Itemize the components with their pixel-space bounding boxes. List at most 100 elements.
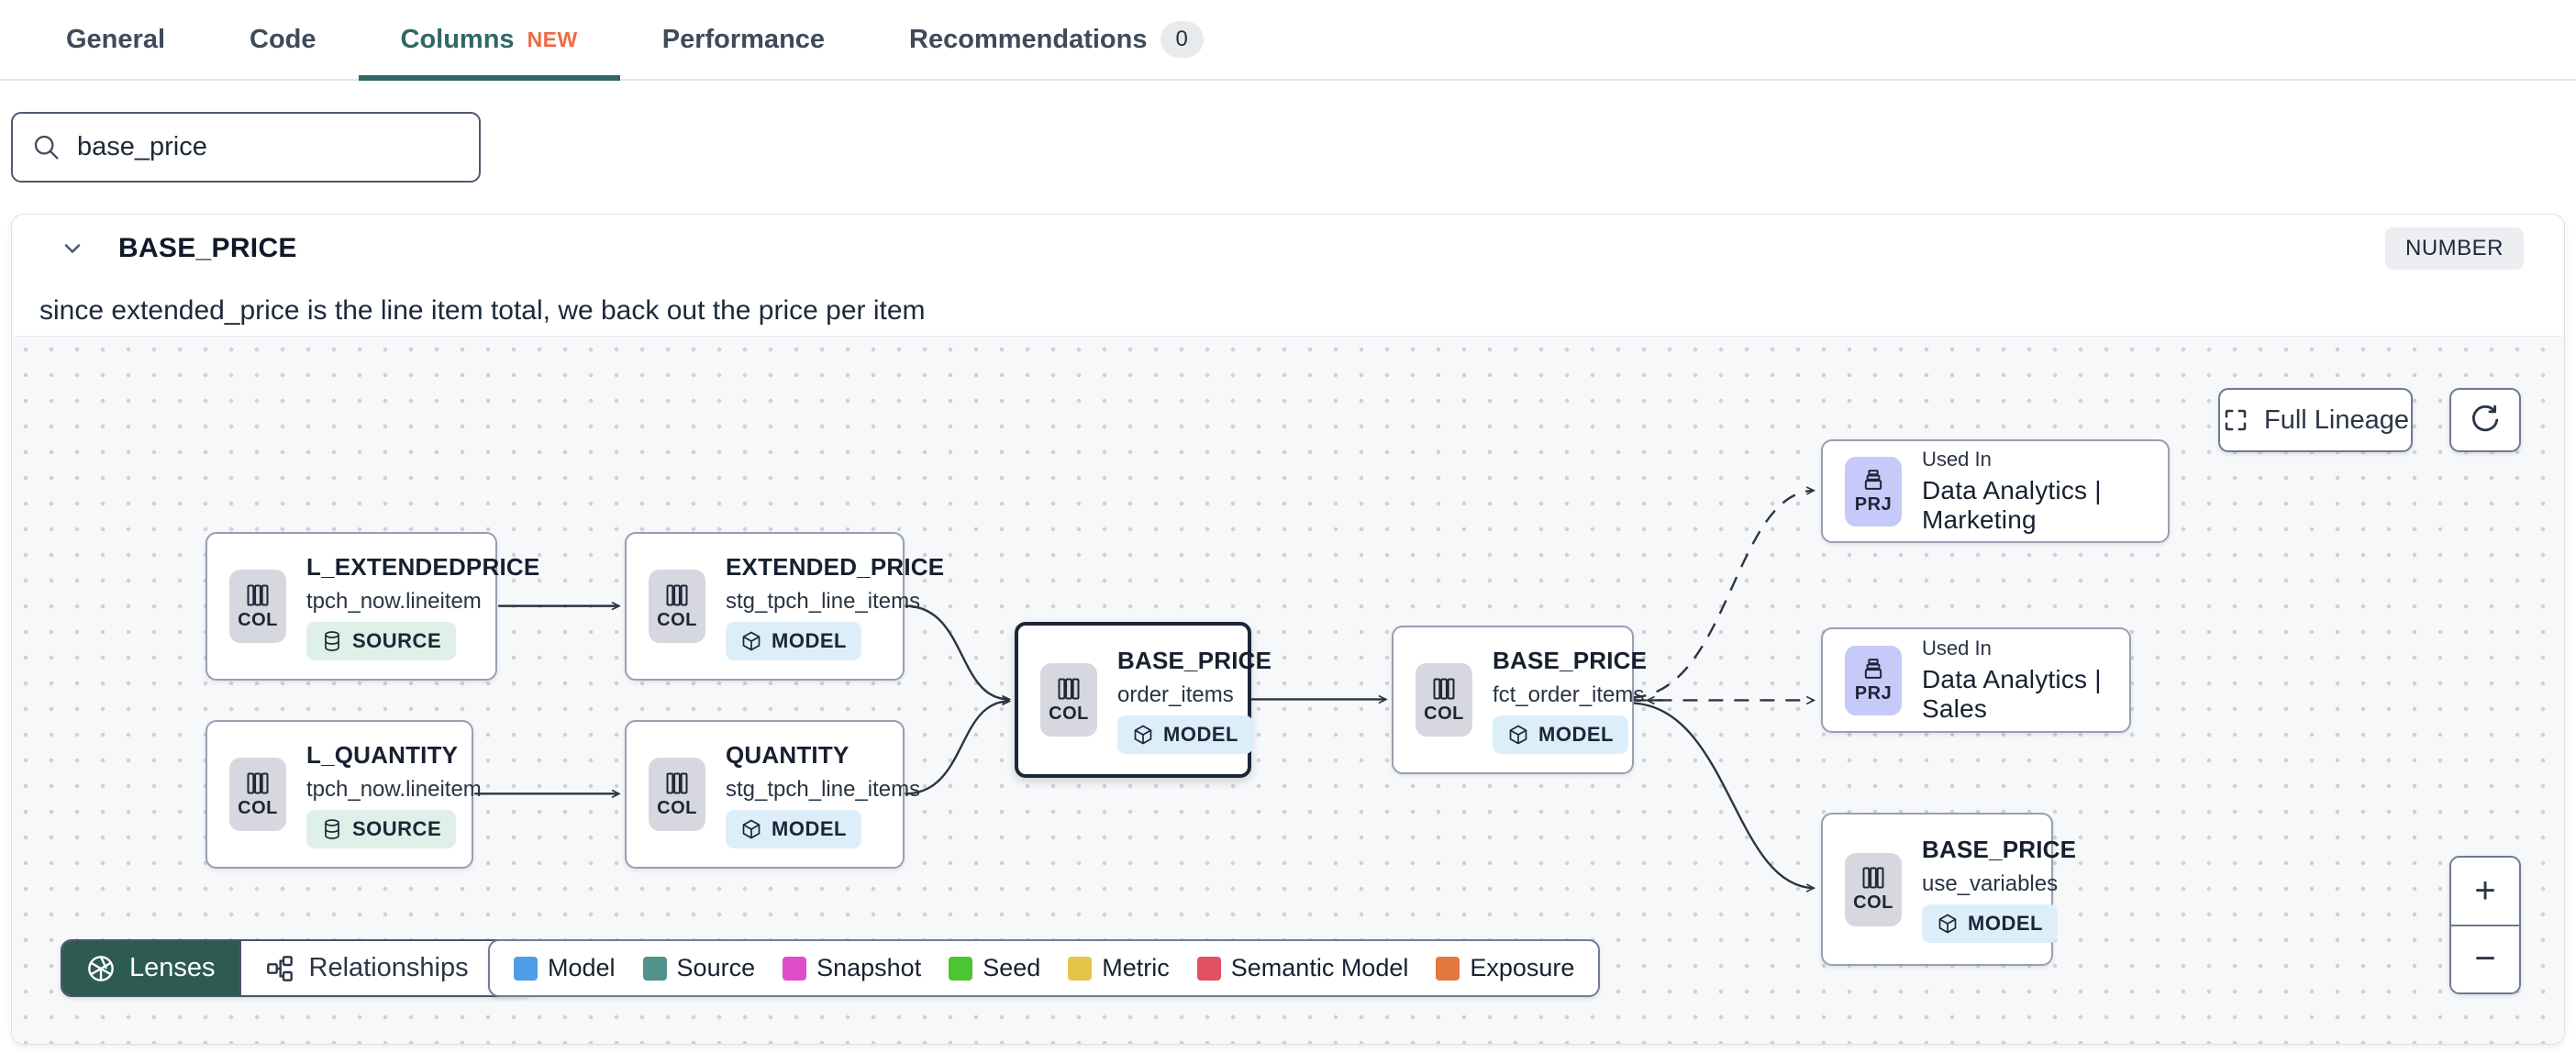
column-chip: COL <box>649 758 705 831</box>
tab-general[interactable]: General <box>24 0 207 79</box>
legend-item-source: Source <box>642 954 756 982</box>
column-type-badge: NUMBER <box>2384 227 2524 270</box>
tab-label: General <box>66 24 165 54</box>
badge-label: SOURCE <box>352 816 442 840</box>
node-title: L_QUANTITY <box>306 740 459 769</box>
model-badge: MODEL <box>1922 904 2058 943</box>
recommendations-count-badge: 0 <box>1160 21 1204 58</box>
columns-icon <box>666 772 688 793</box>
columns-icon <box>247 772 269 793</box>
node-title: BASE_PRICE <box>1922 836 2077 863</box>
chip-label: COL <box>657 609 697 630</box>
columns-icon <box>1058 678 1080 699</box>
model-badge: MODEL <box>726 621 861 660</box>
tab-recommendations[interactable]: Recommendations 0 <box>867 0 1246 79</box>
chip-label: COL <box>1049 703 1089 724</box>
legend-item-snapshot: Snapshot <box>783 954 921 982</box>
database-icon <box>325 630 339 651</box>
node-title: BASE_PRICE <box>1117 646 1272 674</box>
node-title: L_EXTENDEDPRICE <box>306 552 540 581</box>
node-pre-label: Used In <box>1922 448 1992 471</box>
project-chip: PRJ <box>1845 645 1902 715</box>
relationships-label: Relationships <box>308 953 469 982</box>
column-header-row[interactable]: BASE_PRICE NUMBER <box>12 215 2564 283</box>
legend-label: Seed <box>983 954 1041 981</box>
chip-label: COL <box>1853 892 1893 913</box>
search-icon <box>34 135 59 160</box>
node-quantity[interactable]: COL QUANTITY stg_tpch_line_items MODEL <box>625 720 920 869</box>
node-subtitle: tpch_now.lineitem <box>306 588 482 614</box>
node-title: Data Analytics | Sales <box>1922 665 2102 723</box>
tab-performance[interactable]: Performance <box>620 0 867 79</box>
node-type-legend: Model Source Snapshot Seed Metric Semant… <box>488 939 1601 997</box>
node-subtitle: order_items <box>1117 682 1234 707</box>
refresh-button[interactable] <box>2449 388 2521 452</box>
tab-code[interactable]: Code <box>207 0 359 79</box>
node-title: QUANTITY <box>726 740 849 769</box>
legend-item-semantic-model: Semantic Model <box>1196 954 1409 982</box>
badge-label: MODEL <box>1968 912 2043 935</box>
column-chip: COL <box>649 570 705 643</box>
node-subtitle: stg_tpch_line_items <box>726 776 921 802</box>
node-l-extendedprice[interactable]: COL L_EXTENDEDPRICE tpch_now.lineitem SO… <box>205 532 539 681</box>
node-subtitle: stg_tpch_line_items <box>726 588 921 614</box>
legend-swatch <box>1196 956 1221 981</box>
zoom-in-button[interactable]: + <box>2451 858 2519 926</box>
tab-bar: General Code Columns NEW Performance Rec… <box>0 0 2576 81</box>
legend-label: Semantic Model <box>1230 954 1409 981</box>
tab-columns[interactable]: Columns NEW <box>358 0 620 81</box>
model-badge: MODEL <box>1117 715 1253 754</box>
lenses-label: Lenses <box>129 953 216 982</box>
legend-label: Source <box>676 954 756 981</box>
node-used-in-marketing[interactable]: PRJ Used In Data Analytics | Marketing <box>1821 439 2170 543</box>
node-used-in-sales[interactable]: PRJ Used In Data Analytics | Sales <box>1821 627 2131 733</box>
source-badge: SOURCE <box>306 809 457 848</box>
lineage-edges <box>474 486 1816 892</box>
tab-label: Columns <box>400 24 515 54</box>
legend-swatch <box>949 956 973 981</box>
node-title: BASE_PRICE <box>1493 646 1648 674</box>
node-l-quantity[interactable]: COL L_QUANTITY tpch_now.lineitem SOURCE <box>205 720 482 869</box>
column-panel: BASE_PRICE NUMBER since extended_price i… <box>11 214 2565 1045</box>
node-title: EXTENDED_PRICE <box>726 552 945 581</box>
node-base-price-order-items[interactable]: COL BASE_PRICE order_items MODEL <box>1015 622 1271 778</box>
chip-label: PRJ <box>1854 494 1893 515</box>
tab-label: Performance <box>661 24 826 54</box>
lenses-button[interactable]: Lenses <box>62 941 239 995</box>
badge-label: MODEL <box>1538 722 1614 746</box>
full-lineage-label: Full Lineage <box>2264 405 2409 435</box>
node-title: Data Analytics | Marketing <box>1922 476 2102 534</box>
legend-label: Model <box>548 954 616 981</box>
legend-swatch <box>1068 956 1093 981</box>
relationships-dropdown[interactable]: Relationships <box>239 941 531 995</box>
badge-label: MODEL <box>772 816 847 840</box>
node-base-price-use-variables[interactable]: COL BASE_PRICE use_variables MODEL <box>1821 813 2076 966</box>
zoom-controls: + − <box>2449 856 2521 994</box>
node-pre-label: Used In <box>1922 637 1992 660</box>
legend-swatch <box>783 956 807 981</box>
legend-swatch <box>1436 956 1460 981</box>
legend-item-model: Model <box>514 954 616 982</box>
chip-label: COL <box>238 609 278 630</box>
cube-icon <box>1509 725 1527 744</box>
zoom-out-button[interactable]: − <box>2451 926 2519 992</box>
full-lineage-button[interactable]: Full Lineage <box>2218 388 2413 452</box>
project-chip: PRJ <box>1845 456 1902 526</box>
column-chip: COL <box>229 758 286 831</box>
columns-icon <box>1433 678 1455 699</box>
stacked-boxes-icon <box>1864 659 1882 679</box>
lineage-canvas[interactable]: COL L_EXTENDEDPRICE tpch_now.lineitem SO… <box>13 336 2564 1044</box>
node-base-price-fct-order-items[interactable]: COL BASE_PRICE fct_order_items MODEL <box>1392 626 1647 774</box>
chip-label: COL <box>657 797 697 818</box>
new-badge: NEW <box>527 27 578 51</box>
chevron-down-icon[interactable] <box>60 236 85 261</box>
refresh-icon <box>2471 405 2499 432</box>
node-extended-price[interactable]: COL EXTENDED_PRICE stg_tpch_line_items M… <box>625 532 944 681</box>
columns-icon <box>247 584 269 605</box>
node-subtitle: fct_order_items <box>1493 682 1645 707</box>
search-input[interactable] <box>77 132 461 162</box>
model-badge: MODEL <box>726 809 861 848</box>
cube-icon <box>742 631 761 650</box>
cube-icon <box>742 819 761 838</box>
legend-label: Exposure <box>1470 954 1575 981</box>
